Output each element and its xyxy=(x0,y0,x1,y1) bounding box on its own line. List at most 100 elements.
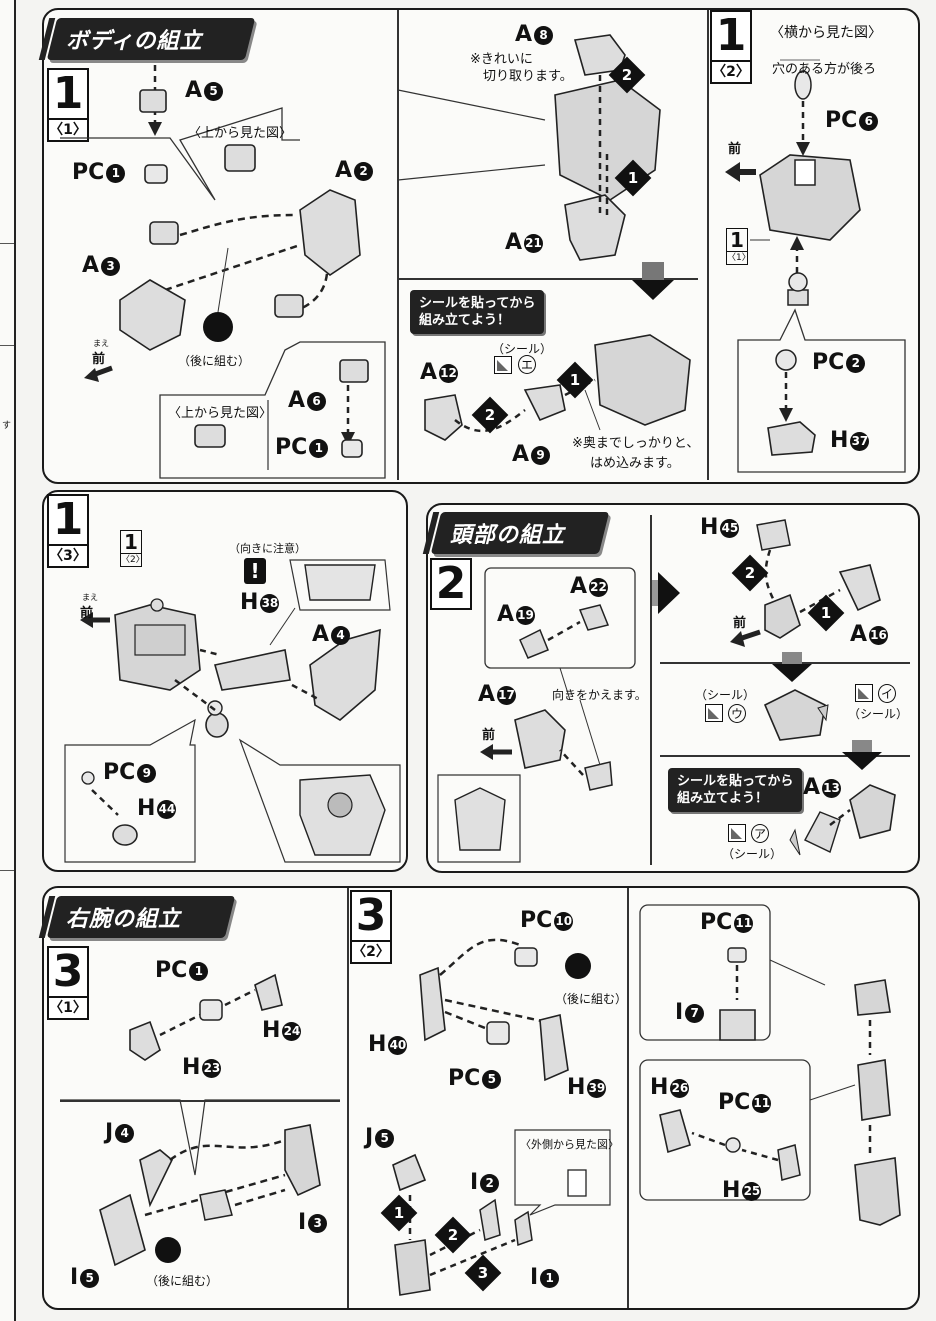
front-ruby: まえ xyxy=(93,339,109,348)
edge-tick xyxy=(0,243,14,244)
edge-char: す xyxy=(2,421,12,431)
divider xyxy=(60,1100,340,1102)
side-view-note: 〈横から見た図〉 xyxy=(770,25,882,41)
step-sub: 〈3〉 xyxy=(47,544,89,568)
divider xyxy=(660,755,910,757)
front-label-right: 前 xyxy=(728,142,742,157)
note-later: （後に組む） xyxy=(178,354,251,368)
step-number: 2 xyxy=(430,558,472,610)
seal-i: イ xyxy=(878,684,896,703)
step-1-3: 1 〈3〉 xyxy=(47,494,89,568)
step-1-2: 1 〈2〉 xyxy=(710,10,752,84)
step-sub: 〈1〉 xyxy=(47,996,89,1020)
step-number: 1 xyxy=(47,494,89,544)
front-ruby: まえ xyxy=(82,593,98,602)
ref-step: 1〈2〉 xyxy=(120,530,145,567)
step-badge-arm3: 3 xyxy=(464,1254,502,1292)
step-sub: 〈2〉 xyxy=(710,60,752,84)
seal-code: エ xyxy=(518,355,536,374)
note-cut: ※きれいに xyxy=(470,52,533,67)
edge-tick xyxy=(0,345,14,346)
page-edge: す xyxy=(0,0,16,1321)
sticker-icon xyxy=(855,684,873,702)
step-number: 3 xyxy=(47,946,89,996)
seal-u: ウ xyxy=(728,704,746,723)
step-number: 1 xyxy=(47,68,89,118)
step-number: 3 xyxy=(350,890,392,940)
step-3-2: 3 〈2〉 xyxy=(350,890,392,964)
divider xyxy=(650,515,652,865)
seal-a-label: （シール） xyxy=(722,847,783,861)
turn-note: 向きをかえます。 xyxy=(552,688,647,702)
note-cut2: 切り取ります。 xyxy=(483,69,573,84)
sticker-icon xyxy=(728,824,746,842)
sticker-note-head: シールを貼ってから組み立てよう！ xyxy=(668,768,803,812)
hole-note: 穴のある方が後ろ xyxy=(772,62,877,77)
front-label-head2: 前 xyxy=(733,616,747,631)
step-badge-arm1: 1 xyxy=(380,1194,418,1232)
front-label: 前 xyxy=(80,606,94,621)
divider xyxy=(347,888,349,1308)
note-press: ※奥までしっかりと、 xyxy=(572,436,700,451)
sticker-icon xyxy=(705,704,723,722)
ref-step: 1〈1〉 xyxy=(726,228,751,265)
sticker-icon xyxy=(494,356,512,374)
seal-u-label: （シール） xyxy=(695,688,756,702)
step-badge-arm2: 2 xyxy=(434,1216,472,1254)
note-later-arm1: （後に組む） xyxy=(146,1274,219,1288)
caution-note: （向きに注意） xyxy=(229,542,306,555)
divider xyxy=(627,888,629,1308)
seal-a: ア xyxy=(751,824,769,843)
front-label-head: 前 xyxy=(482,728,496,743)
divider xyxy=(707,10,709,480)
seal-i-label: （シール） xyxy=(848,707,909,721)
divider xyxy=(397,10,399,480)
step-3-1: 3 〈1〉 xyxy=(47,946,89,1020)
view-note-top2: 〈上から見た図〉 xyxy=(168,406,273,421)
view-note-top: 〈上から見た図〉 xyxy=(188,126,293,141)
note-press2: はめ込みます。 xyxy=(590,456,680,471)
outside-view-note: 〈外側から見た図〉 xyxy=(520,1138,619,1151)
sticker-note: シールを貼ってから組み立てよう！ xyxy=(410,290,545,334)
note-later-arm2: （後に組む） xyxy=(555,992,628,1006)
